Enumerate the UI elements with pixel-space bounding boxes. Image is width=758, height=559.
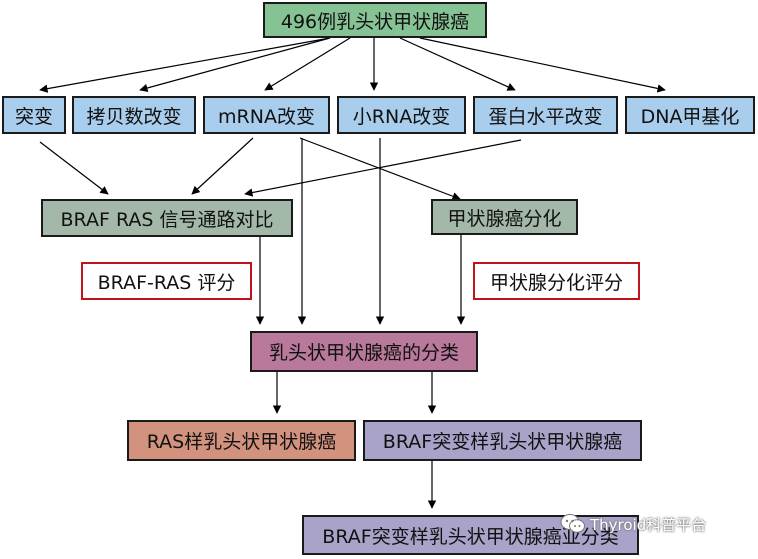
arrow-root-to-methylation	[419, 37, 666, 93]
category-mrna: mRNA改变	[203, 96, 330, 134]
braf-ras-score-label: BRAF-RAS 评分	[81, 262, 252, 300]
watermark-text: Thyroid科普平台	[590, 515, 707, 534]
arrow-root-to-copy-number	[139, 37, 331, 93]
arrow-root-to-mrna	[264, 37, 351, 91]
category-methylation: DNA甲基化	[625, 96, 755, 134]
category-mutation: 突变	[2, 96, 66, 134]
category-protein: 蛋白水平改变	[473, 96, 618, 134]
ras-like-node: RAS样乳头状甲状腺癌	[127, 420, 356, 461]
arrow-root-to-protein	[399, 37, 516, 91]
arrow-mrna-to-braf-ras	[191, 137, 254, 195]
root-node: 496例乳头状甲状腺癌	[263, 2, 487, 38]
arrow-mutation-to-braf-ras	[39, 141, 109, 195]
braf-ras-comparison-node: BRAF RAS 信号通路对比	[41, 199, 293, 237]
watermark: Thyroid科普平台	[560, 512, 706, 536]
arrow-root-to-mutation	[39, 37, 331, 93]
differentiation-node: 甲状腺癌分化	[431, 199, 578, 235]
wechat-icon	[560, 514, 585, 533]
braf-subclass-node: BRAF突变样乳头状甲状腺癌亚分类	[302, 515, 639, 555]
braf-like-node: BRAF突变样乳头状甲状腺癌	[363, 420, 642, 461]
differentiation-score-label: 甲状腺分化评分	[473, 262, 640, 300]
classification-node: 乳头状甲状腺癌的分类	[250, 331, 478, 372]
arrow-protein-to-braf-ras	[244, 139, 522, 197]
category-small-rna: 小RNA改变	[337, 96, 466, 134]
category-copy-number: 拷贝数改变	[72, 96, 196, 134]
